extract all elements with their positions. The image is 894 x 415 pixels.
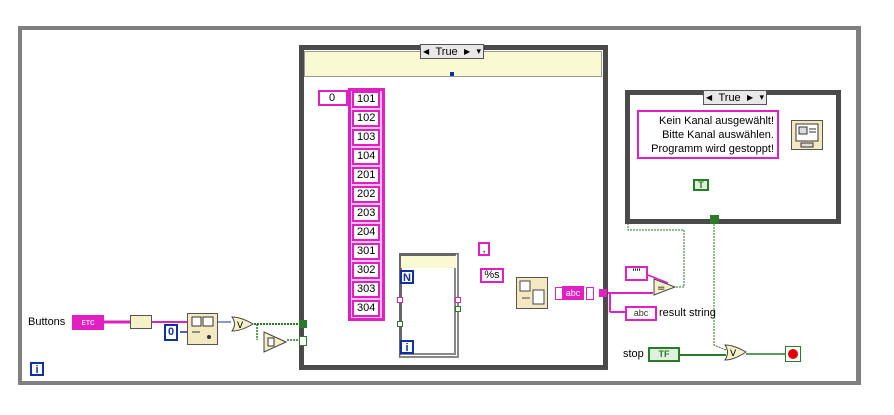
zero-constant[interactable]: 0 xyxy=(164,324,178,341)
array-item[interactable]: 104 xyxy=(352,148,380,165)
case-selector-right[interactable]: ◀ True ▶ ▾ xyxy=(703,90,767,105)
stop-type-label: TF xyxy=(658,349,670,359)
message-string-constant[interactable]: Kein Kanal ausgewählt! Bitte Kanal auswä… xyxy=(637,110,779,159)
message-line: Programm wird gestoppt! xyxy=(651,143,774,155)
result-type-label: abc xyxy=(633,308,649,318)
case-right-arrow-icon[interactable]: ▶ xyxy=(464,47,471,56)
case-dropdown-icon[interactable]: ▾ xyxy=(476,46,481,56)
result-string-label: result string xyxy=(659,307,716,319)
array-item[interactable]: 303 xyxy=(352,281,380,298)
case-left-arrow-icon[interactable]: ◀ xyxy=(423,47,430,56)
or-function-icon[interactable]: V xyxy=(231,316,254,332)
array-item[interactable]: 202 xyxy=(352,186,380,203)
case-selector-terminal xyxy=(299,320,307,328)
zero-constant-value: 0 xyxy=(167,326,175,338)
for-loop-shade xyxy=(401,256,456,268)
case-selector-main[interactable]: ◀ True ▶ ▾ xyxy=(420,44,484,59)
svg-text:V: V xyxy=(237,321,244,331)
array-index-value: 0 xyxy=(329,92,336,104)
array-item[interactable]: 101 xyxy=(352,91,380,108)
array-item[interactable]: 201 xyxy=(352,167,380,184)
array-item[interactable]: 302 xyxy=(352,262,380,279)
true-constant-value: T xyxy=(698,180,704,190)
stop-label: stop xyxy=(623,348,644,360)
for-loop-count-terminal: N xyxy=(400,270,414,284)
not-function-icon[interactable] xyxy=(263,331,288,353)
array-item[interactable]: 304 xyxy=(352,300,380,317)
case-selector-terminal xyxy=(299,336,307,346)
result-string-indicator[interactable]: abc xyxy=(625,306,657,321)
true-constant[interactable]: T xyxy=(693,179,709,191)
stop-control-terminal[interactable]: TF xyxy=(648,347,680,362)
shift-register-icon xyxy=(586,287,594,300)
svg-text:=: = xyxy=(657,283,665,294)
array-index-display[interactable]: 0 xyxy=(318,90,348,106)
selector-terminal-icon xyxy=(450,72,454,76)
while-loop-iteration-terminal: i xyxy=(30,362,44,376)
buttons-type-label: ᴇᴛᴄ xyxy=(81,317,95,327)
case-right-arrow-icon[interactable]: ▶ xyxy=(747,93,754,102)
message-line: Kein Kanal ausgewählt! xyxy=(659,115,774,127)
message-line: Bitte Kanal auswählen. xyxy=(662,129,774,141)
case-left-arrow-icon[interactable]: ◀ xyxy=(706,93,713,102)
svg-text:V: V xyxy=(730,349,737,359)
or-function-icon[interactable]: V xyxy=(724,344,747,361)
unbundle-function-icon[interactable] xyxy=(130,315,152,329)
tunnel-icon xyxy=(397,321,403,327)
tunnel-icon xyxy=(397,297,403,303)
one-button-dialog-icon[interactable] xyxy=(791,120,823,150)
buttons-control-terminal[interactable]: ᴇᴛᴄ xyxy=(72,315,104,330)
empty-string-value: "" xyxy=(632,267,641,279)
format-string-constant[interactable]: %s xyxy=(480,268,504,283)
array-item[interactable]: 301 xyxy=(352,243,380,260)
case-output-tunnel xyxy=(599,289,607,297)
buttons-label: Buttons xyxy=(28,316,66,328)
while-loop xyxy=(18,26,861,385)
case-selector-label: True xyxy=(718,91,741,104)
array-item[interactable]: 103 xyxy=(352,129,380,146)
comma-constant-value: , xyxy=(482,243,486,255)
loop-condition-stop-icon[interactable] xyxy=(785,346,801,362)
empty-string-constant[interactable]: "" xyxy=(625,266,648,281)
comma-constant[interactable]: , xyxy=(478,242,490,256)
array-item[interactable]: 102 xyxy=(352,110,380,127)
equal-compare-function-icon[interactable]: = xyxy=(653,278,677,296)
tunnel-icon xyxy=(455,297,461,303)
string-indicator-terminal: abc xyxy=(562,286,584,300)
array-item[interactable]: 203 xyxy=(352,205,380,222)
format-into-string-function-icon[interactable] xyxy=(516,277,548,309)
case-output-tunnel xyxy=(710,215,719,224)
search-1d-array-function-icon[interactable] xyxy=(187,313,218,345)
case-selector-label: True xyxy=(435,45,458,58)
array-item[interactable]: 204 xyxy=(352,224,380,241)
tunnel-icon xyxy=(455,306,461,312)
format-string-value: %s xyxy=(484,269,500,281)
case-dropdown-icon[interactable]: ▾ xyxy=(759,92,764,102)
for-loop-iteration-terminal: i xyxy=(400,340,414,354)
